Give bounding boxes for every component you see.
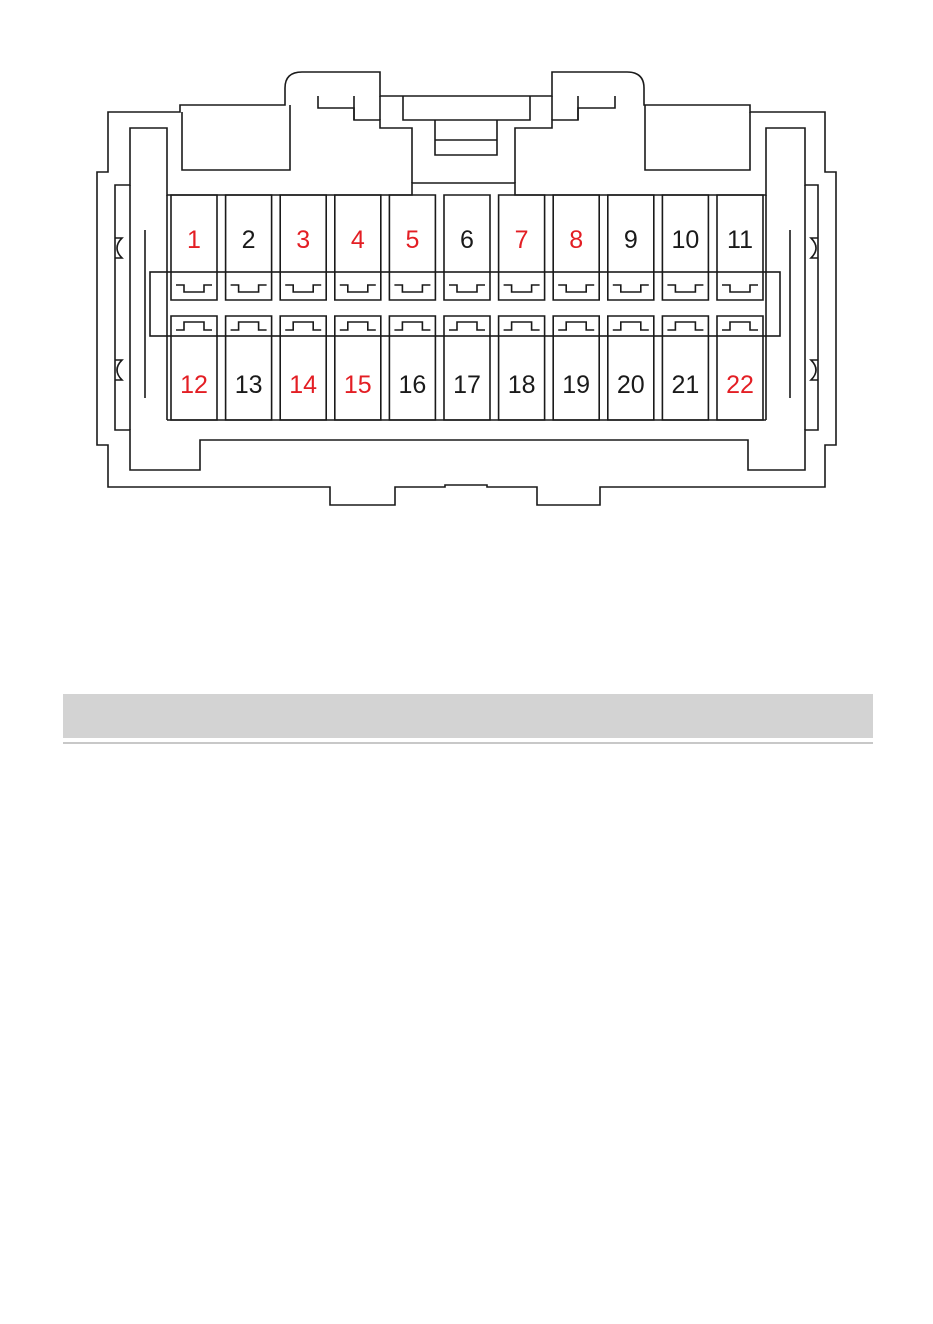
pin-cell-17: 17: [444, 316, 490, 420]
pin-cell-2: 2: [226, 195, 272, 300]
pin-label-5: 5: [405, 226, 419, 254]
left-clip-bottom: [115, 360, 122, 380]
pin-label-9: 9: [624, 226, 638, 254]
pin-label-6: 6: [460, 226, 474, 254]
pin-cell-14: 14: [280, 316, 326, 420]
pin-label-4: 4: [351, 226, 365, 254]
pin-label-13: 13: [235, 371, 263, 399]
left-top-notch: [182, 105, 290, 170]
pin-cell-16: 16: [389, 316, 435, 420]
pin-cell-10: 10: [662, 195, 708, 300]
pin-label-1: 1: [187, 226, 201, 254]
pin-cell-outline: [280, 316, 326, 420]
pin-cell-outline: [499, 316, 545, 420]
pin-cell-20: 20: [608, 316, 654, 420]
pin-label-14: 14: [289, 371, 317, 399]
pin-cell-11: 11: [717, 195, 763, 300]
pin-label-8: 8: [569, 226, 583, 254]
pin-cell-outline: [662, 316, 708, 420]
pins-top-row: 1 2 3 4 5 6 7 8 9 10 11: [171, 195, 763, 300]
right-top-notch: [645, 105, 750, 170]
pin-cell-6: 6: [444, 195, 490, 300]
connector-housing: [97, 72, 836, 505]
pin-label-3: 3: [296, 226, 310, 254]
pin-label-12: 12: [180, 371, 208, 399]
pin-label-18: 18: [508, 371, 536, 399]
pin-label-7: 7: [515, 226, 529, 254]
pin-label-17: 17: [453, 371, 481, 399]
pin-cell-4: 4: [335, 195, 381, 300]
pin-cell-22: 22: [717, 316, 763, 420]
top-latch-center: [354, 96, 578, 155]
table-header-rule: [63, 742, 873, 744]
pin-label-19: 19: [562, 371, 590, 399]
pin-cell-12: 12: [171, 316, 217, 420]
right-clip-top: [811, 238, 818, 258]
pin-label-11: 11: [727, 226, 753, 254]
left-clip-top: [115, 238, 122, 258]
pin-cell-5: 5: [389, 195, 435, 300]
housing-inner-outline: [115, 128, 818, 470]
pin-label-15: 15: [344, 371, 372, 399]
pin-cell-7: 7: [499, 195, 545, 300]
pin-label-2: 2: [242, 226, 256, 254]
pin-label-20: 20: [617, 371, 645, 399]
pin-label-16: 16: [398, 371, 426, 399]
pin-cell-outline: [717, 316, 763, 420]
pin-cell-18: 18: [499, 316, 545, 420]
pin-cell-21: 21: [662, 316, 708, 420]
right-clip-frame: [790, 185, 805, 430]
pin-cell-outline: [553, 316, 599, 420]
pin-cell-outline: [335, 316, 381, 420]
pin-cell-8: 8: [553, 195, 599, 300]
pin-cell-outline: [226, 316, 272, 420]
left-clip-frame: [130, 185, 145, 430]
pin-cell-outline: [608, 316, 654, 420]
pin-cell-15: 15: [335, 316, 381, 420]
pin-label-10: 10: [671, 226, 699, 254]
pin-cell-outline: [171, 316, 217, 420]
pin-label-21: 21: [671, 371, 699, 399]
pin-cell-3: 3: [280, 195, 326, 300]
right-clip-bottom: [811, 360, 818, 380]
top-latch: [318, 96, 412, 183]
pin-cell-19: 19: [553, 316, 599, 420]
pin-cell-1: 1: [171, 195, 217, 300]
pin-cell-13: 13: [226, 316, 272, 420]
pins-bottom-row: 12 13 14 15 16 17 18 19 20 21 22: [171, 316, 763, 420]
pin-cell-outline: [389, 316, 435, 420]
pin-cell-9: 9: [608, 195, 654, 300]
center-band: [150, 272, 780, 336]
pin-label-22: 22: [726, 371, 754, 399]
pin-cell-outline: [444, 316, 490, 420]
table-header-bar: [63, 694, 873, 738]
